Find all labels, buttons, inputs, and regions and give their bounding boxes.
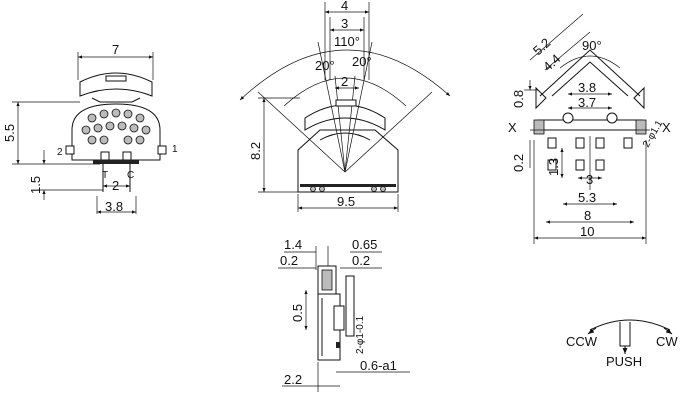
motion-legend: CCW CW PUSH xyxy=(566,319,678,369)
legend-cw-label: CW xyxy=(656,334,678,349)
side-t1-label: 0.2 xyxy=(280,253,298,268)
front-base-width-label: 3.8 xyxy=(105,199,123,214)
front-pin-c-label: C xyxy=(127,170,134,181)
top-x-left-label: X xyxy=(508,120,517,135)
front-width-label: 7 xyxy=(112,42,119,57)
front-pin-t-label: T xyxy=(102,170,108,181)
arc-height-label: 8.2 xyxy=(248,142,263,160)
legend-push-label: PUSH xyxy=(606,354,642,369)
side-h-label: 0.5 xyxy=(290,304,305,322)
arc-width-label: 9.5 xyxy=(337,194,355,209)
front-height-label: 5.5 xyxy=(2,124,17,142)
top-d38-label: 3.8 xyxy=(578,80,596,95)
side-pin-label: 0.6-a1 xyxy=(360,358,397,373)
arc-angle-20-left-label: 20° xyxy=(315,58,335,73)
legend-ccw-label: CCW xyxy=(566,334,598,349)
top-d53-label: 5.3 xyxy=(578,190,596,205)
arc-d4-label: 4 xyxy=(341,0,348,13)
arc-d2-label: 2 xyxy=(341,74,348,89)
top-d02-label: 0.2 xyxy=(511,154,526,172)
front-pitch-label: 2 xyxy=(112,178,119,193)
top-x-right-label: X xyxy=(662,120,671,135)
side-view: 1.4 0.65 0.2 0.2 0.5 2-φ1-0.1 0.6-a1 2.2 xyxy=(278,237,410,392)
side-w2-label: 0.65 xyxy=(352,237,377,252)
front-offset-label: 1.5 xyxy=(28,176,43,194)
top-view: 5.2 4.4 90° 3.8 3.7 X X 2-φ1.1 xyxy=(508,13,671,244)
side-t2-label: 0.2 xyxy=(352,253,370,268)
arc-angle-20-right-label: 20° xyxy=(352,54,372,69)
arc-d3-label: 3 xyxy=(341,16,348,31)
arc-angle-110-label: 110° xyxy=(334,34,360,49)
front-view: 7 xyxy=(2,42,178,214)
arc-view: 4 3 110° 20° 20° 2 8.2 xyxy=(239,0,451,212)
top-d3-label: 3 xyxy=(586,172,593,187)
top-d37-label: 3.7 xyxy=(578,95,596,110)
front-pin-1-label: 1 xyxy=(172,144,178,155)
side-base-label: 2.2 xyxy=(284,372,302,387)
side-w1-label: 1.4 xyxy=(284,237,302,252)
top-d10-label: 10 xyxy=(580,224,594,239)
top-d8-label: 8 xyxy=(584,208,591,223)
front-pin-2-label: 2 xyxy=(57,147,63,158)
top-d13-label: 1.3 xyxy=(546,158,561,176)
top-angle-label: 90° xyxy=(582,38,602,53)
top-d08-label: 0.8 xyxy=(511,90,526,108)
side-hole-label: 2-φ1-0.1 xyxy=(355,315,366,354)
